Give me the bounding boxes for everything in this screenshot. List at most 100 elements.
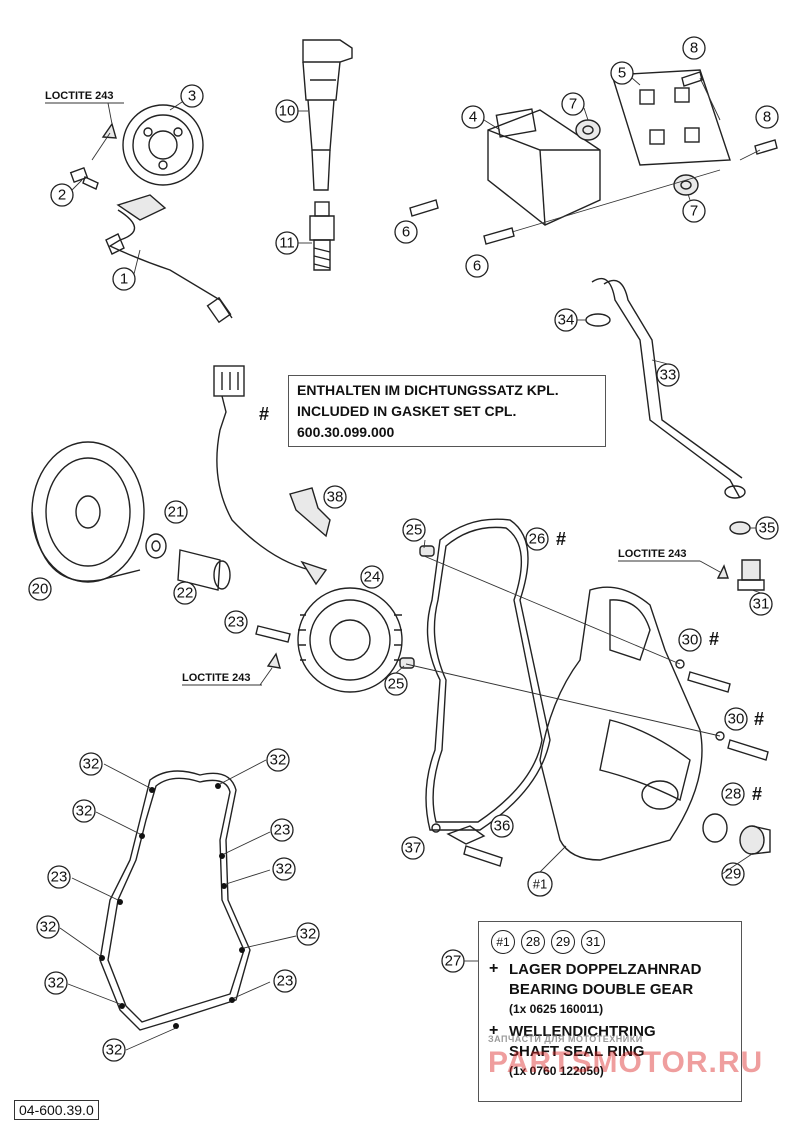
svg-text:4: 4 [469, 109, 477, 126]
svg-text:32: 32 [76, 803, 93, 820]
callout-36: 36 [490, 814, 514, 838]
svg-text:33: 33 [660, 367, 677, 384]
svg-text:23: 23 [277, 973, 294, 990]
callout-32h: 32 [102, 1038, 126, 1062]
callout-23a: 23 [224, 610, 248, 634]
callout-32g: 32 [44, 971, 68, 995]
callout-35: 35 [755, 516, 779, 540]
callout-37: 37 [401, 836, 425, 860]
svg-text:LOCTITE 243: LOCTITE 243 [182, 672, 250, 684]
callout-7a: 7 [561, 92, 585, 116]
kit-ref-29: 29 [551, 930, 575, 954]
callout-32c: 32 [72, 799, 96, 823]
callout-34: 34 [554, 308, 578, 332]
callout-5: 5 [610, 61, 634, 85]
svg-text:32: 32 [106, 1042, 123, 1059]
svg-text:27: 27 [445, 953, 462, 970]
svg-text:31: 31 [753, 596, 770, 613]
svg-text:36: 36 [494, 818, 511, 835]
callout-32d: 32 [272, 857, 296, 881]
svg-text:#1: #1 [533, 877, 547, 892]
callout-32b: 32 [266, 748, 290, 772]
watermark-logo: PARTSMOTOR.RU [488, 1046, 764, 1079]
svg-text:37: 37 [405, 840, 422, 857]
svg-text:3: 3 [188, 88, 196, 105]
hose-clamp [585, 313, 611, 327]
callout-31: 31 [749, 592, 773, 616]
callout-25a: 25 [402, 518, 426, 542]
svg-text:11: 11 [279, 235, 295, 252]
screws-top-right [409, 71, 778, 245]
svg-text:35: 35 [759, 520, 776, 537]
stator-bolt [255, 625, 291, 643]
loctite-drop-plug [716, 564, 729, 579]
callout-30a: 30 [678, 628, 702, 652]
gasket-set-note: ENTHALTEN IM DICHTUNGSSATZ KPL. INCLUDED… [288, 375, 606, 447]
loctite-drop [101, 122, 117, 139]
kit-ref-31: 31 [581, 930, 605, 954]
callout-3: 3 [180, 84, 204, 108]
kit-ref-28: 28 [521, 930, 545, 954]
stator [297, 587, 403, 693]
watermark-small: ЗАПЧАСТИ ДЛЯ МОТОТЕХНИКИ [488, 1034, 643, 1044]
svg-text:23: 23 [51, 869, 68, 886]
svg-text:5: 5 [618, 65, 626, 82]
callout-2: 2 [50, 183, 74, 207]
rubber-grommet-lower [673, 174, 699, 196]
callout-1-cover: #1 [527, 871, 553, 897]
kit-plus-2: + [489, 1022, 499, 1039]
callout-21: 21 [164, 500, 188, 524]
callout-1: 1 [112, 267, 136, 291]
svg-text:32: 32 [270, 752, 287, 769]
svg-text:29: 29 [725, 866, 742, 883]
callout-20: 20 [28, 577, 52, 601]
svg-text:32: 32 [300, 926, 317, 943]
svg-text:7: 7 [690, 203, 698, 220]
callout-4: 4 [461, 105, 485, 129]
svg-text:32: 32 [83, 756, 100, 773]
kit-item1-qty: (1x 0625 160011) [509, 1002, 604, 1016]
svg-text:22: 22 [177, 585, 194, 602]
gasket-leader-lines [59, 759, 297, 1051]
trigger-wheel [122, 104, 204, 186]
kit-item1-de: LAGER DOPPELZAHNRAD [509, 961, 702, 978]
callout-23b: 23 [270, 818, 294, 842]
kit-composition-box: #1 28 29 31 + LAGER DOPPELZAHNRAD BEARIN… [478, 921, 742, 1102]
svg-text:6: 6 [473, 258, 481, 275]
callout-30b: 30 [724, 707, 748, 731]
callout-7b: 7 [682, 199, 706, 223]
svg-text:32: 32 [276, 861, 293, 878]
hash-28: # [752, 784, 762, 804]
loctite-label-right: LOCTITE 243 [618, 548, 721, 573]
flywheel-rotor [31, 441, 145, 583]
callout-32a: 32 [79, 752, 103, 776]
gasket-note-line-de: ENTHALTEN IM DICHTUNGSSATZ KPL. [297, 382, 559, 398]
callout-33: 33 [656, 363, 680, 387]
svg-text:8: 8 [763, 109, 771, 126]
svg-text:32: 32 [40, 919, 57, 936]
callout-6b: 6 [465, 254, 489, 278]
callout-26: 26 [525, 527, 549, 551]
plug-29 [739, 825, 771, 855]
crank-sensor [105, 194, 233, 324]
callout-8a: 8 [682, 36, 706, 60]
callout-23c: 23 [47, 865, 71, 889]
ignition-coil [302, 39, 353, 191]
kit-item1-en: BEARING DOUBLE GEAR [509, 981, 694, 998]
svg-text:25: 25 [406, 522, 423, 539]
loctite-label-stator: LOCTITE 243 [182, 667, 273, 686]
kit-item2-de: WELLENDICHTRING [509, 1023, 656, 1040]
ignition-cover [539, 586, 703, 861]
dowel-pins [399, 545, 435, 669]
drawing-code: 04-600.39.0 [14, 1100, 99, 1120]
svg-text:26: 26 [529, 531, 546, 548]
stator-connector [213, 365, 328, 586]
cdi-unit [487, 108, 601, 226]
svg-text:20: 20 [32, 581, 49, 598]
svg-text:38: 38 [327, 489, 344, 506]
rubber-grommet-upper [575, 119, 601, 141]
cable-guide-38 [289, 487, 331, 538]
kit-item2-qty: (1x 0760 122050) [509, 1064, 604, 1078]
callout-leaders [71, 77, 762, 962]
